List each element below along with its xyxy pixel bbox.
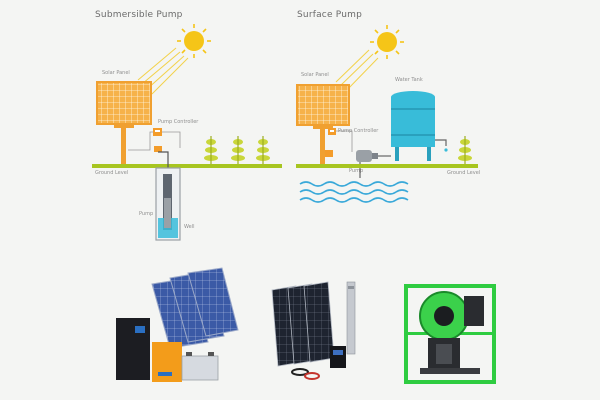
submersible-pump-image	[346, 281, 356, 355]
pump-controller-image	[330, 346, 346, 368]
ground-line	[296, 164, 478, 168]
surface-diagram	[296, 25, 478, 203]
submersible-pump-icon	[164, 198, 171, 228]
solar-panels-image	[271, 281, 335, 367]
cables-image	[291, 368, 320, 380]
pump-controller-icon	[153, 128, 162, 152]
sun-icon	[177, 24, 211, 58]
solar-panel-label: Solar Panel	[102, 70, 130, 76]
water-tank-icon	[391, 91, 448, 161]
well-label: Well	[184, 224, 195, 230]
pump-controller-icon	[325, 128, 336, 157]
crops-icon	[204, 136, 270, 164]
water-tank-label: Water Tank	[395, 77, 423, 83]
sun-rays	[137, 47, 189, 95]
battery-image	[181, 352, 219, 381]
sun-icon	[370, 25, 404, 59]
water-waves-icon	[299, 181, 409, 203]
product-pump-kit	[271, 281, 356, 380]
solar-panels-image	[151, 267, 239, 349]
pump-controller-label: Pump Controller	[338, 128, 379, 134]
base-image	[420, 368, 480, 374]
ground-level-label: Ground Level	[95, 170, 129, 176]
pump-motor-image	[419, 291, 484, 368]
ground-line	[92, 164, 282, 168]
charge-controller-image	[152, 342, 182, 382]
pump-label: Pump	[139, 211, 154, 217]
sun-rays	[335, 49, 379, 93]
crops-icon	[458, 136, 472, 164]
inverter-image	[116, 318, 150, 380]
product-green-frame-pump	[404, 284, 496, 384]
wire	[162, 131, 181, 148]
solar-panel-icon	[96, 81, 152, 164]
wire	[128, 131, 153, 151]
solar-panel-icon	[296, 84, 350, 165]
surface-title: Surface Pump	[297, 10, 363, 20]
submersible-title: Submersible Pump	[95, 10, 183, 20]
pump-controller-label: Pump Controller	[158, 119, 199, 125]
ground-level-label: Ground Level	[447, 170, 481, 176]
submersible-diagram	[92, 24, 282, 241]
solar-panel-label: Solar Panel	[301, 72, 329, 78]
wire	[336, 130, 353, 152]
product-solar-kit	[116, 267, 239, 382]
pump-label: Pump	[349, 168, 364, 174]
